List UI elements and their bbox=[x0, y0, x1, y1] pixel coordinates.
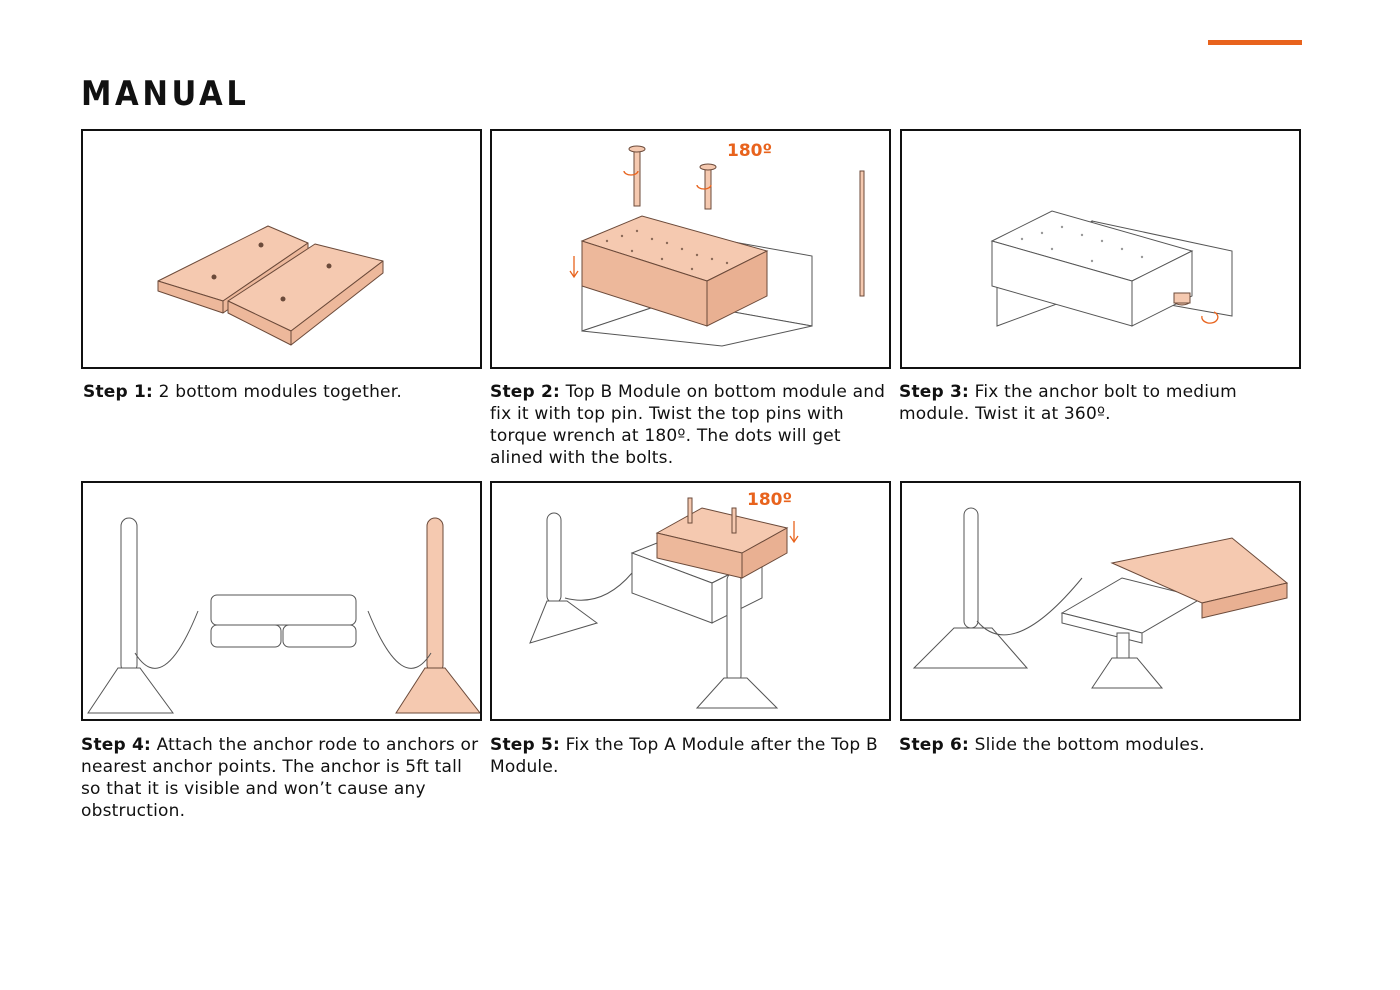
step-1-text: 2 bottom modules together. bbox=[153, 382, 402, 402]
step-5-illustration: 180º bbox=[490, 481, 891, 721]
step-4-caption: Step 4: Attach the anchor rode to anchor… bbox=[81, 734, 481, 822]
step-1-caption: Step 1: 2 bottom modules together. bbox=[83, 381, 483, 403]
step-2-drawing: 180º bbox=[492, 131, 889, 367]
step-5-caption: Step 5: Fix the Top A Module after the T… bbox=[490, 734, 890, 778]
step-2-caption: Step 2: Top B Module on bottom module an… bbox=[490, 381, 890, 469]
step-6-drawing bbox=[902, 483, 1299, 719]
step-5-drawing: 180º bbox=[492, 483, 889, 719]
accent-bar bbox=[1208, 40, 1302, 45]
step-5-angle: 180º bbox=[747, 490, 792, 510]
step-3-caption: Step 3: Fix the anchor bolt to medium mo… bbox=[899, 381, 1299, 425]
step-3-drawing bbox=[902, 131, 1299, 367]
step-1-illustration bbox=[81, 129, 482, 369]
step-3-label: Step 3: bbox=[899, 382, 969, 402]
step-5-label: Step 5: bbox=[490, 735, 560, 755]
step-4-drawing bbox=[83, 483, 480, 719]
step-2-illustration: 180º bbox=[490, 129, 891, 369]
step-1-drawing bbox=[83, 131, 480, 367]
page-title: MANUAL bbox=[81, 74, 249, 114]
step-2-angle: 180º bbox=[727, 141, 772, 161]
step-6-text: Slide the bottom modules. bbox=[969, 735, 1205, 755]
step-2-label: Step 2: bbox=[490, 382, 560, 402]
step-3-illustration bbox=[900, 129, 1301, 369]
step-1-label: Step 1: bbox=[83, 382, 153, 402]
step-6-caption: Step 6: Slide the bottom modules. bbox=[899, 734, 1299, 756]
step-6-label: Step 6: bbox=[899, 735, 969, 755]
step-4-illustration bbox=[81, 481, 482, 721]
step-6-illustration bbox=[900, 481, 1301, 721]
step-4-label: Step 4: bbox=[81, 735, 151, 755]
